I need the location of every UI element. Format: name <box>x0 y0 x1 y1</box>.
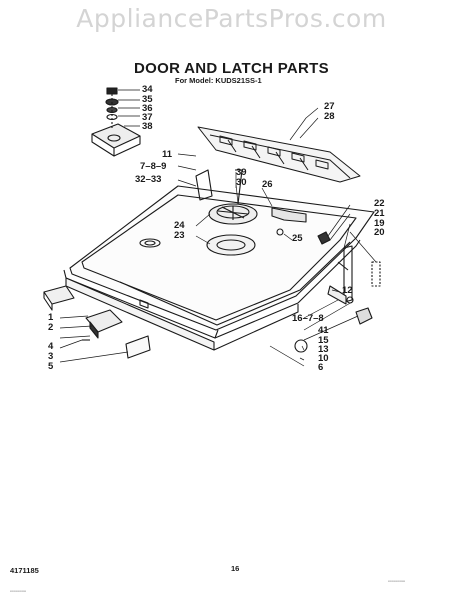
watermark: AppliancePartsPros.com <box>76 4 387 33</box>
callout-2: 2 <box>48 322 54 333</box>
dispenser-assembly <box>91 87 141 157</box>
callout-35: 35 <box>142 94 153 105</box>
spray-arm-assembly <box>195 169 258 256</box>
callout-16-7-8: 16–7–8 <box>292 313 324 324</box>
callout-41: 41 <box>318 325 329 336</box>
callout-10: 10 <box>318 353 329 364</box>
callout-1: 1 <box>48 312 54 323</box>
callout-32-33: 32–33 <box>135 174 162 185</box>
right-side-parts <box>271 207 381 353</box>
diagram-title: DOOR AND LATCH PARTS <box>134 60 329 77</box>
callout-34: 34 <box>142 84 153 95</box>
fineprint-left-smudge: ▪▪▪▪▪▪▪▪▪▪▪▪▪▪▪ <box>10 589 26 593</box>
vent-rail <box>197 126 361 183</box>
callout-27: 27 <box>324 101 335 112</box>
callout-36: 36 <box>142 103 153 114</box>
callout-4: 4 <box>48 341 54 352</box>
callout-37: 37 <box>142 112 153 123</box>
callout-21: 21 <box>374 208 385 219</box>
callout-23: 23 <box>174 230 185 241</box>
callout-25: 25 <box>292 233 303 244</box>
footer-page-number: 16 <box>231 564 240 573</box>
callout-7-8-9: 7–8–9 <box>140 161 167 172</box>
callout-39: 39 <box>236 167 247 178</box>
callout-28: 28 <box>324 111 335 122</box>
door-panel <box>63 185 375 351</box>
callout-26: 26 <box>262 179 273 190</box>
callout-3: 3 <box>48 351 54 362</box>
callout-19: 19 <box>374 218 385 229</box>
callout-13: 13 <box>318 344 329 355</box>
fineprint-right-smudge: ▪▪▪▪▪▪▪▪▪▪▪▪▪▪▪▪ <box>388 579 406 583</box>
callout-15: 15 <box>318 335 329 346</box>
callout-20: 20 <box>374 227 385 238</box>
callout-22: 22 <box>374 198 385 209</box>
callout-11: 11 <box>162 149 173 160</box>
callout-5: 5 <box>48 361 54 372</box>
footer-code: 4171185 <box>10 566 39 575</box>
callout-30: 30 <box>236 177 247 188</box>
callout-12: 12 <box>342 285 353 296</box>
callout-24: 24 <box>174 220 185 231</box>
leader-lines <box>59 89 377 367</box>
model-subtitle: For Model: KUDS21SS-1 <box>175 76 262 85</box>
callout-38: 38 <box>142 121 153 132</box>
latch-parts <box>43 285 151 359</box>
callout-6: 6 <box>318 362 324 373</box>
